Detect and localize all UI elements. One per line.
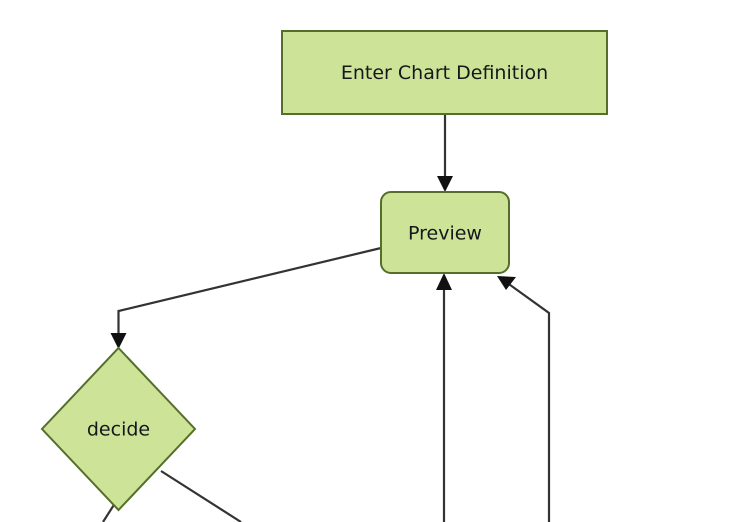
edge-into-preview-bottom-right[interactable] [497,276,551,522]
arrowhead-up-left-icon [497,276,516,290]
node-label-preview: Preview [408,223,482,245]
edge-enter-to-preview[interactable] [437,114,453,192]
node-label-enter-chart-definition: Enter Chart Definition [341,62,548,84]
edge-decide-out-right[interactable] [160,470,242,522]
node-decide[interactable]: decide [40,346,197,512]
arrowhead-down-icon [110,333,127,349]
edge-line [505,281,551,522]
edge-layer [102,114,551,522]
arrowhead-down-icon [437,176,453,192]
node-label-decide: decide [87,419,150,441]
edge-line [160,470,242,522]
node-enter-chart-definition[interactable]: Enter Chart Definition [281,30,608,115]
node-shape-rounded-rectangle [380,191,510,274]
edge-preview-to-decide[interactable] [110,246,382,349]
node-shape-rectangle [281,30,608,115]
arrowhead-up-icon [436,273,452,290]
node-layer: Enter Chart Definition Preview decide [40,30,608,512]
node-preview[interactable]: Preview [380,191,510,274]
edge-into-preview-bottom-center[interactable] [436,273,452,522]
node-shape-diamond [40,346,197,512]
edge-line [117,246,382,341]
